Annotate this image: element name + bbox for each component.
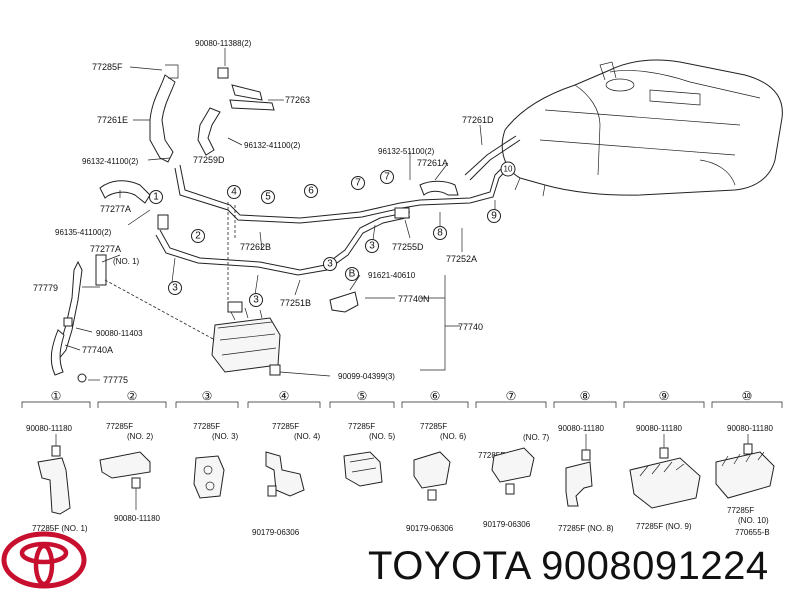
label-77261A: 77261A bbox=[417, 158, 448, 168]
legend-8-top: 90080-11180 bbox=[558, 424, 605, 433]
legend-header-2: ② bbox=[127, 389, 138, 403]
callout-1: 1 bbox=[153, 192, 159, 203]
callout-6: 6 bbox=[308, 186, 314, 197]
legend-5-no: (NO. 5) bbox=[369, 432, 396, 441]
legend-6-top: 77285F bbox=[420, 422, 447, 431]
legend-header-8: ⑧ bbox=[580, 389, 591, 403]
label-77277A-1: 77277A bbox=[100, 204, 131, 214]
label-77261D: 77261D bbox=[462, 115, 494, 125]
callout-4: 4 bbox=[231, 187, 237, 198]
label-77285F-top: 77285F bbox=[92, 62, 123, 72]
callout-3c: 3 bbox=[327, 259, 333, 270]
figure-code: 770655-B bbox=[735, 528, 770, 537]
legend-9-bottom: 77285F (NO. 9) bbox=[636, 522, 692, 531]
label-90099-04399: 90099-04399(3) bbox=[338, 372, 395, 381]
label-77775: 77775 bbox=[103, 375, 128, 385]
legend-header-5: ⑤ bbox=[357, 389, 368, 403]
legend-header-10: ⑩ bbox=[742, 389, 753, 403]
callout-8: 8 bbox=[437, 228, 443, 239]
callout-3b: 3 bbox=[253, 295, 259, 306]
legend-2-no: (NO. 2) bbox=[127, 432, 154, 441]
label-77259D: 77259D bbox=[193, 155, 225, 165]
label-96132-41100-b: 96132-41100(2) bbox=[244, 141, 301, 150]
legend-10-top: 90080-11180 bbox=[727, 424, 774, 433]
legend-5-top: 77285F bbox=[348, 422, 375, 431]
callouts: 1 2 3 3 3 3 4 5 6 7 7 8 9 10 B bbox=[149, 161, 516, 307]
label-77740A: 77740A bbox=[82, 345, 113, 355]
part-labels: 77285F 90080-11388(2) 77263 77261E 96132… bbox=[33, 39, 494, 385]
legend-1-top: 90080-11180 bbox=[26, 424, 73, 433]
legend-7-side: 77285F bbox=[478, 451, 505, 460]
label-96132-51100: 96132-51100(2) bbox=[378, 147, 435, 156]
label-77779: 77779 bbox=[33, 283, 58, 293]
callout-7b: 7 bbox=[384, 172, 390, 183]
fuel-lines bbox=[50, 64, 521, 383]
label-96132-41100-a: 96132-41100(2) bbox=[82, 157, 139, 166]
legend-6-no: (NO. 6) bbox=[440, 432, 467, 441]
fuel-tank bbox=[501, 59, 783, 197]
label-77262B: 77262B bbox=[240, 242, 271, 252]
toyota-logo bbox=[1, 531, 87, 589]
callout-10: 10 bbox=[504, 165, 513, 174]
legend-4-bottom: 90179-06306 bbox=[252, 528, 300, 537]
legend-3-top: 77285F bbox=[193, 422, 220, 431]
legend-9-top: 90080-11180 bbox=[636, 424, 683, 433]
label-no1-a: (NO. 1) bbox=[113, 257, 140, 266]
legend-header-3: ③ bbox=[202, 389, 213, 403]
callout-b: B bbox=[349, 269, 356, 280]
legend-1-bottom: 77285F (NO. 1) bbox=[32, 524, 88, 533]
legend-2-bottom: 90080-11180 bbox=[114, 514, 161, 523]
label-90080-11388: 90080-11388(2) bbox=[195, 39, 252, 48]
callout-9: 9 bbox=[491, 211, 497, 222]
label-77740: 77740 bbox=[458, 322, 483, 332]
legend-3-no: (NO. 3) bbox=[212, 432, 239, 441]
label-77252A: 77252A bbox=[446, 254, 477, 264]
label-91621-40610: 91621-40610 bbox=[368, 271, 416, 280]
label-77263: 77263 bbox=[285, 95, 310, 105]
legend-header-7: ⑦ bbox=[506, 389, 517, 403]
callout-7a: 7 bbox=[355, 178, 361, 189]
callout-3a: 3 bbox=[172, 283, 178, 294]
callout-3d: 3 bbox=[369, 241, 375, 252]
legend-row: ① ② ③ ④ ⑤ ⑥ ⑦ ⑧ ⑨ ⑩ 90080-11180 77285F (… bbox=[21, 389, 783, 537]
legend-8-bottom: 77285F (NO. 8) bbox=[558, 524, 614, 533]
legend-header-9: ⑨ bbox=[659, 389, 670, 403]
label-77740N: 77740N bbox=[398, 294, 430, 304]
legend-6-bottom: 90179-06306 bbox=[406, 524, 454, 533]
legend-7-bottom: 90179-06306 bbox=[483, 520, 531, 529]
label-77277A-2: 77277A bbox=[90, 244, 121, 254]
callout-5: 5 bbox=[265, 192, 271, 203]
legend-4-top: 77285F bbox=[272, 422, 299, 431]
legend-10-side: 77285F bbox=[727, 506, 754, 515]
legend-2-top: 77285F bbox=[106, 422, 133, 431]
legend-header-6: ⑥ bbox=[430, 389, 441, 403]
part-number-title: TOYOTA 9008091224 bbox=[368, 544, 769, 588]
legend-header-1: ① bbox=[51, 389, 62, 403]
legend-4-no: (NO. 4) bbox=[294, 432, 321, 441]
label-90080-11403: 90080-11403 bbox=[96, 329, 143, 338]
label-77261E: 77261E bbox=[97, 115, 128, 125]
callout-2: 2 bbox=[195, 231, 201, 242]
label-96135-41100: 96135-41100(2) bbox=[55, 228, 112, 237]
logo-vertical-ring bbox=[33, 543, 55, 587]
label-77251B: 77251B bbox=[280, 298, 311, 308]
legend-header-4: ④ bbox=[279, 389, 290, 403]
label-77255D: 77255D bbox=[392, 242, 424, 252]
legend-7-no: (NO. 7) bbox=[523, 433, 550, 442]
legend-10-no: (NO. 10) bbox=[738, 516, 769, 525]
